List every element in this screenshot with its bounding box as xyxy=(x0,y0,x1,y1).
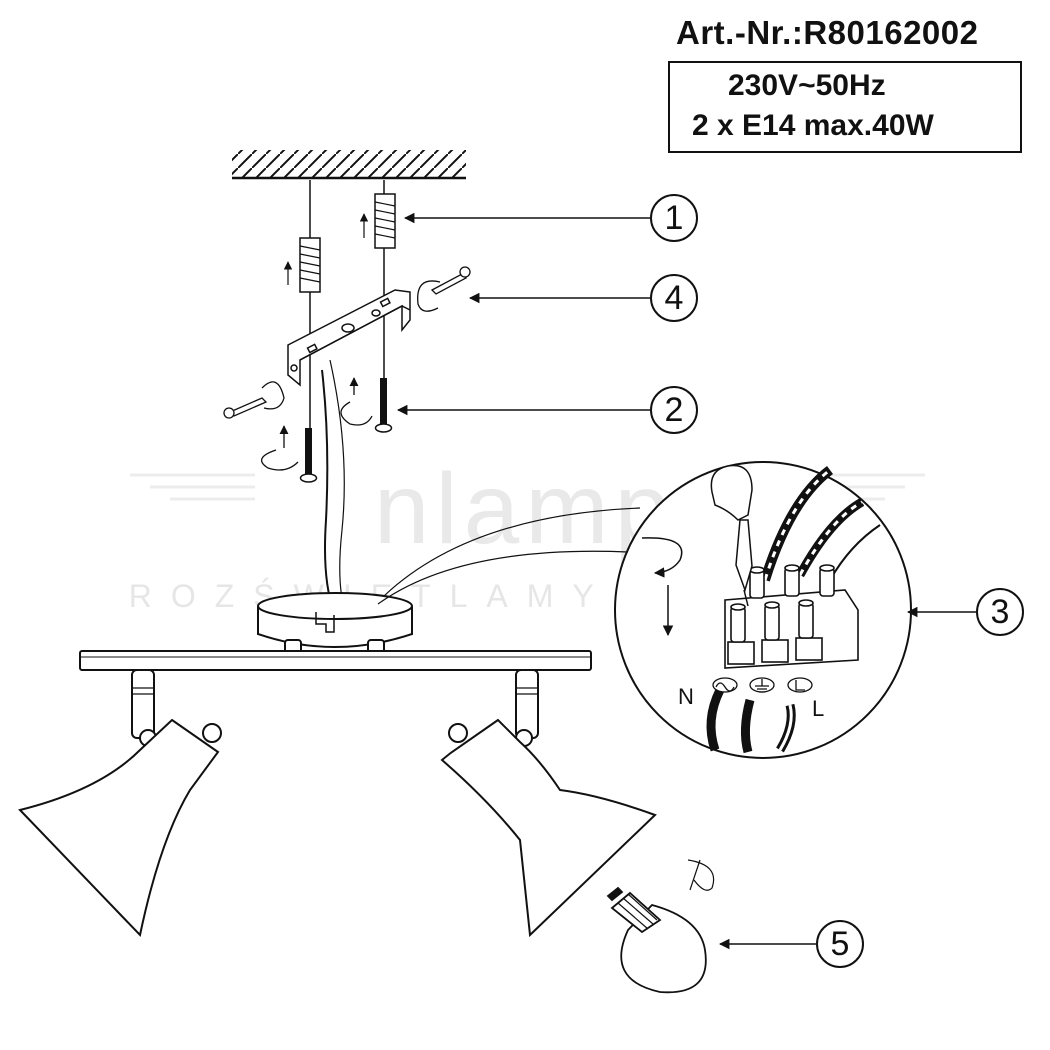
wall-plug-right xyxy=(374,193,396,249)
side-screw-left xyxy=(223,381,285,419)
wall-plug-left xyxy=(299,237,321,293)
voltage-spec: 230V~50Hz xyxy=(728,69,886,102)
lamp-bar xyxy=(79,650,592,671)
light-bulb xyxy=(606,859,715,994)
spotlight-left xyxy=(18,669,222,938)
wiring-detail xyxy=(614,461,912,759)
detail-zoom-lines xyxy=(377,507,641,605)
article-number: Art.-Nr.:R80162002 xyxy=(676,14,979,51)
spec-box: 230V~50Hz 2 x E14 max.40W xyxy=(668,61,1022,153)
live-label: L xyxy=(812,696,825,721)
mounting-bracket xyxy=(287,289,411,387)
callout-5: 5 xyxy=(816,920,864,968)
canopy xyxy=(257,592,413,654)
callout-3: 3 xyxy=(976,588,1024,636)
callout-2: 2 xyxy=(650,386,698,434)
screw-left xyxy=(260,425,318,483)
ceiling xyxy=(232,150,466,180)
side-screw-right xyxy=(417,266,471,312)
neutral-label: N xyxy=(678,684,694,709)
callout-1: 1 xyxy=(650,194,698,242)
spotlight-right xyxy=(440,669,657,938)
leader-lines xyxy=(396,212,976,950)
bulb-spec: 2 x E14 max.40W xyxy=(692,109,934,142)
callout-4: 4 xyxy=(650,274,698,322)
screw-right xyxy=(340,377,393,433)
